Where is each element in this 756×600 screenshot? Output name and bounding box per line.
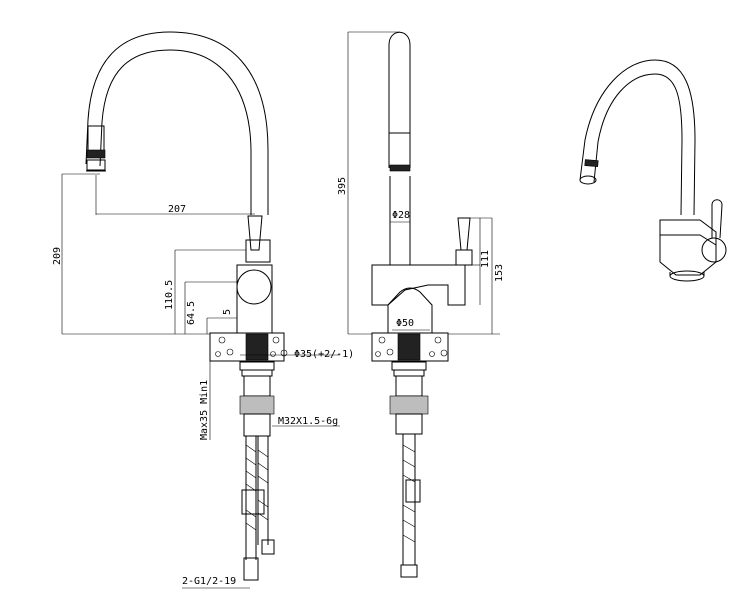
side-lever <box>457 217 471 251</box>
front-dim-reach: 207 <box>168 204 186 215</box>
side-dimension-lines <box>347 31 500 335</box>
front-shank <box>245 333 269 361</box>
side-deck-section <box>371 332 449 362</box>
front-hose-left <box>245 436 257 560</box>
front-dim-thread: M32X1.5-6g <box>278 416 338 427</box>
side-body-lower <box>387 287 433 334</box>
front-lever <box>247 215 263 251</box>
front-spout-inner <box>99 49 252 215</box>
iso-lever-knob <box>701 237 727 263</box>
front-fixing-nut <box>239 395 275 415</box>
front-dim-hole: Φ35(+2/-1) <box>294 349 354 360</box>
side-shank <box>397 333 421 361</box>
side-spout-neck <box>389 176 411 265</box>
side-spray-band <box>389 164 411 172</box>
front-dim-body-height: 110.5 <box>164 280 175 310</box>
front-hose-connector <box>241 489 265 515</box>
iso-spout-inner <box>593 73 683 216</box>
iso-body <box>659 219 717 276</box>
front-deck-hatch <box>215 336 288 357</box>
iso-spout-outer <box>579 59 696 216</box>
side-dim-body-height: 153 <box>494 264 505 282</box>
front-lever-neck <box>245 239 271 263</box>
front-nut-mid <box>241 369 273 377</box>
side-dim-base-diameter: Φ50 <box>396 318 414 329</box>
side-body <box>371 264 466 306</box>
iso-body-front <box>660 234 717 246</box>
side-fixing-nut <box>389 395 429 415</box>
front-view: 207 209 110.5 64.5 5 Φ35(+2/-1) Max35 Mi… <box>52 31 354 589</box>
front-spray-band <box>86 149 106 159</box>
front-spray-nozzle <box>86 159 106 171</box>
side-spray-head <box>388 132 411 168</box>
side-dim-lever-height: 111 <box>480 250 491 268</box>
side-lever-base <box>455 249 473 266</box>
front-dim-hose-thread: 2-G1/2-19 <box>182 576 236 587</box>
iso-base <box>669 270 705 282</box>
side-view: 395 Φ28 111 153 Φ50 <box>337 31 505 578</box>
front-dim-small: 5 <box>222 309 233 315</box>
front-dim-total-height: 209 <box>52 247 63 265</box>
side-nut-mid <box>393 369 425 377</box>
side-hose-braid <box>402 444 416 543</box>
iso-lever <box>711 199 723 239</box>
side-spout <box>388 31 411 168</box>
isometric-view <box>579 59 727 282</box>
front-dim-deck-thickness: Max35 Min1 <box>199 380 210 440</box>
side-hose-connector <box>405 479 421 503</box>
front-dim-lever-height: 64.5 <box>186 301 197 325</box>
front-hose-braid <box>245 444 269 531</box>
side-hose <box>402 434 416 565</box>
front-threaded-rod <box>243 375 271 397</box>
iso-spray-band <box>584 159 599 168</box>
side-fixing-plate <box>395 413 423 435</box>
iso-spray-tip <box>579 175 597 185</box>
side-deck-hatch <box>375 336 448 357</box>
iso-base-side <box>669 272 705 276</box>
side-dim-spout-diameter: Φ28 <box>392 210 410 221</box>
front-lever-knob <box>236 269 272 305</box>
front-fixing-plate <box>243 413 271 437</box>
front-dimension-lines <box>61 173 340 589</box>
front-hose-end-left <box>243 557 259 581</box>
front-hose-end-right <box>261 539 275 555</box>
side-threaded-rod <box>395 375 423 397</box>
side-nut-top <box>391 361 427 371</box>
side-hose-end <box>400 564 418 578</box>
front-spout-outer <box>85 31 269 215</box>
front-nut-top <box>239 361 275 371</box>
side-dim-height: 395 <box>337 177 348 195</box>
